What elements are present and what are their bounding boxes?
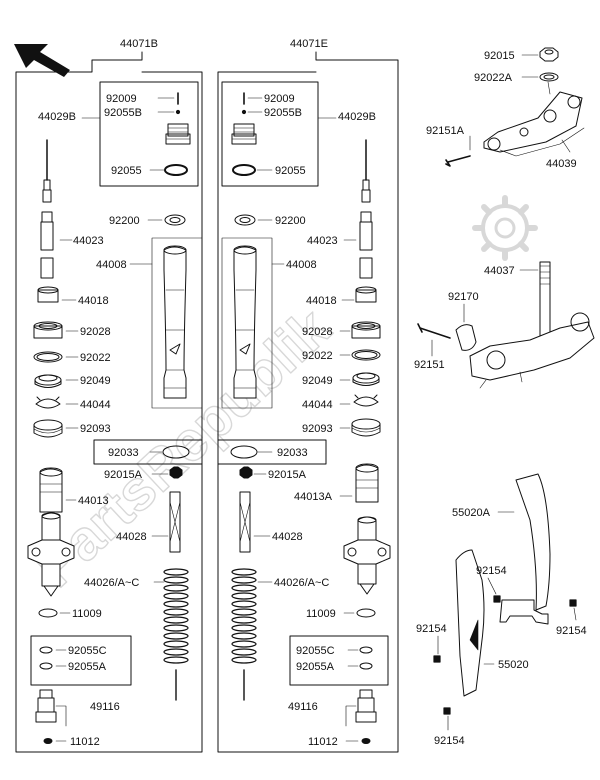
label-92154-upper: 92154	[476, 565, 507, 577]
label-92055c-left: 92055C	[68, 645, 107, 657]
front-direction-arrow-icon	[14, 44, 70, 77]
label-92015a-right: 92015A	[268, 469, 307, 481]
label-11012-left: 11012	[70, 736, 100, 748]
label-44023-right: 44023	[307, 235, 338, 247]
label-92200-left: 92200	[109, 215, 140, 227]
label-92055a-right: 92055A	[296, 661, 335, 673]
label-92009-right: 92009	[264, 93, 295, 105]
label-92154-left: 92154	[416, 623, 447, 635]
label-92028-right: 92028	[302, 326, 333, 338]
label-11009-right: 11009	[306, 608, 336, 620]
label-92055c-right: 92055C	[296, 645, 335, 657]
label-44018-right: 44018	[306, 295, 337, 307]
label-92015a-left: 92015A	[104, 469, 143, 481]
label-44008-left: 44008	[96, 259, 127, 271]
label-92015: 92015	[484, 50, 515, 62]
right-labels: 92009 92055B 44029B 92055 92200 44023 44…	[264, 93, 376, 748]
label-92055b-left: 92055B	[104, 107, 142, 119]
label-92022-left: 92022	[80, 352, 111, 364]
right-fork-assembly: 44071E	[217, 38, 399, 753]
label-44028-left: 44028	[116, 531, 147, 543]
label-92033-right: 92033	[277, 447, 308, 459]
gear-logo-icon	[472, 195, 538, 261]
label-92055b-right: 92055B	[264, 107, 302, 119]
label-44013a-right: 44013A	[294, 491, 333, 503]
label-44044-right: 44044	[302, 399, 333, 411]
label-92151: 92151	[414, 359, 445, 371]
label-92154-right: 92154	[556, 625, 587, 637]
label-49116-right: 49116	[288, 701, 318, 713]
label-92049-left: 92049	[80, 375, 111, 387]
label-44008-right: 44008	[286, 259, 317, 271]
label-92055a-left: 92055A	[68, 661, 107, 673]
label-92055-right: 92055	[275, 165, 306, 177]
label-44026-left: 44026/A~C	[84, 577, 139, 589]
label-55020: 55020	[498, 659, 529, 671]
label-44026-right: 44026/A~C	[274, 577, 329, 589]
label-92154-bottom: 92154	[434, 735, 465, 747]
label-44039: 44039	[546, 158, 577, 170]
label-55020a: 55020A	[452, 507, 491, 519]
label-92009-left: 92009	[106, 93, 137, 105]
steering-labels: 92015 92022A 92151A 44039 44037 92170 92…	[414, 50, 587, 747]
label-92022-right: 92022	[302, 350, 333, 362]
steering-and-guards	[417, 47, 595, 731]
left-labels: 92009 92055B 44029B 92055 92200 44023 44…	[38, 93, 147, 748]
label-92200-right: 92200	[275, 215, 306, 227]
label-44023-left: 44023	[73, 235, 104, 247]
label-92151a: 92151A	[426, 125, 465, 137]
label-49116-left: 49116	[90, 701, 120, 713]
label-44013-left: 44013	[78, 495, 109, 507]
label-92022a: 92022A	[474, 72, 513, 84]
label-92049-right: 92049	[302, 375, 333, 387]
label-92170: 92170	[448, 291, 479, 303]
label-44037: 44037	[484, 265, 515, 277]
group-label-44071e: 44071E	[290, 38, 328, 50]
label-92093-left: 92093	[80, 423, 111, 435]
label-44018-left: 44018	[78, 295, 109, 307]
label-92093-right: 92093	[302, 423, 333, 435]
label-11012-right: 11012	[308, 736, 338, 748]
label-92033-left: 92033	[108, 447, 139, 459]
left-fork-assembly: 44071B	[15, 38, 203, 753]
label-44028-right: 44028	[272, 531, 303, 543]
label-44029b-right: 44029B	[338, 111, 376, 123]
group-label-44071b: 44071B	[120, 38, 158, 50]
label-92055-left: 92055	[111, 165, 142, 177]
label-44029b-left: 44029B	[38, 111, 76, 123]
label-11009-left: 11009	[72, 608, 102, 620]
label-92028-left: 92028	[80, 326, 111, 338]
label-44044-left: 44044	[80, 399, 111, 411]
